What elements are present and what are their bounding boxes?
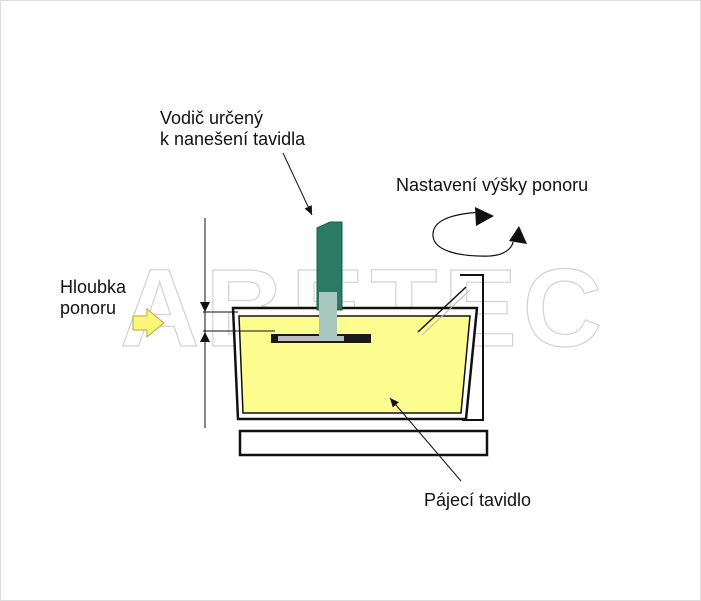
depth-label-line1: Hloubka — [60, 277, 127, 297]
wire-label-line2: k nanešení tavidla — [160, 129, 306, 149]
depth-arrow-down-icon — [200, 302, 210, 312]
adjust-lever — [417, 286, 467, 333]
wire-leader-line — [282, 152, 313, 216]
height-adjust-label: Nastavení výšky ponoru — [396, 175, 588, 195]
component-highlight — [278, 336, 344, 341]
depth-indicator-arrow-icon — [132, 307, 165, 339]
rotation-arrow-bottom-icon — [509, 226, 527, 244]
wire-label-line1: Vodič určený — [160, 108, 263, 128]
flux-wire-tip — [319, 292, 337, 340]
flux-label: Pájecí tavidlo — [424, 490, 531, 510]
depth-arrow-up-icon — [200, 332, 210, 342]
adjust-lever-shadow — [421, 289, 471, 336]
base-plate — [238, 429, 489, 457]
rotation-arc — [432, 211, 514, 257]
height-adjust-post — [460, 274, 484, 421]
depth-label-line2: ponoru — [60, 298, 116, 318]
rotation-arrow-top-icon — [475, 207, 494, 226]
flux-wire — [316, 221, 343, 311]
flux-leader-line — [389, 397, 462, 482]
